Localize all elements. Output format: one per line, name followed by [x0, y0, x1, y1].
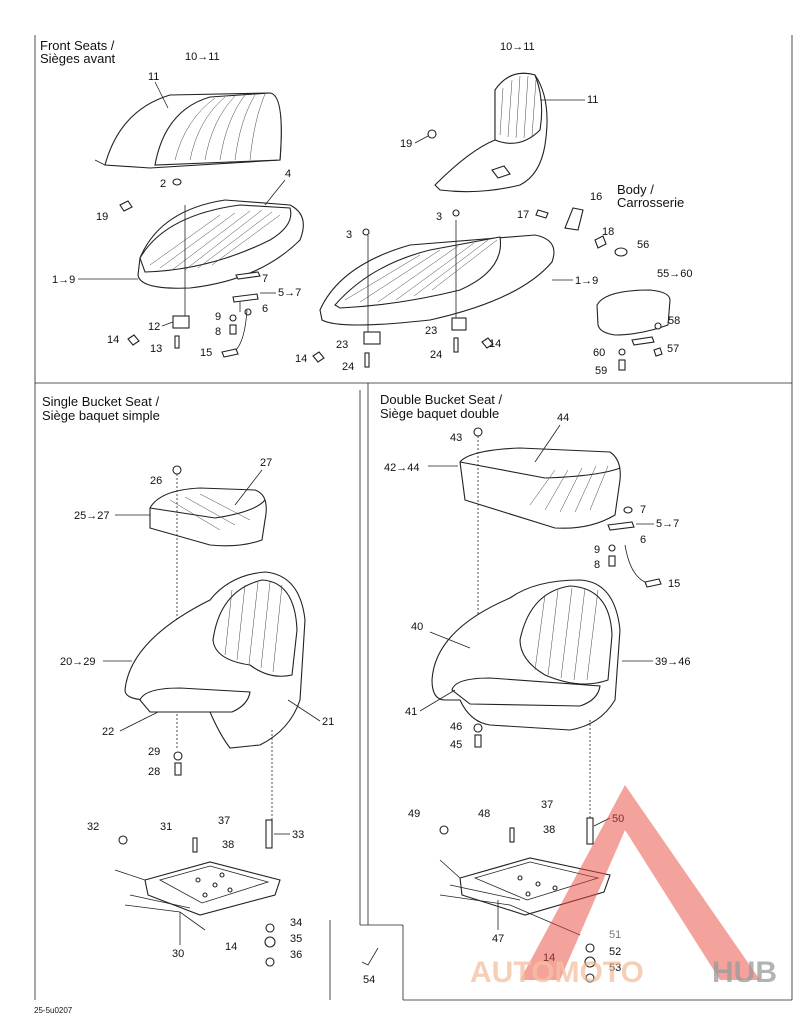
label-17: 17: [517, 209, 529, 221]
label-6: 6: [262, 303, 268, 315]
label-56: 56: [637, 239, 649, 251]
label-58: 58: [668, 315, 680, 327]
label-52: 52: [609, 946, 621, 958]
label-21: 21: [322, 716, 334, 728]
label-10-11: 10→11: [185, 51, 220, 63]
label-23: 23: [336, 339, 348, 351]
label-19: 19: [96, 211, 108, 223]
label-42-44: 42→44: [384, 462, 419, 474]
label-15: 15: [668, 578, 680, 590]
label-25-27: 25→27: [74, 510, 109, 522]
label-23: 23: [425, 325, 437, 337]
label-1-9: 1→9: [52, 274, 75, 286]
single-bucket-title-en: Single Bucket Seat /: [42, 394, 159, 409]
label-48: 48: [478, 808, 490, 820]
label-3: 3: [346, 229, 352, 241]
label-38: 38: [222, 839, 234, 851]
front-seats-title-en: Front Seats /: [40, 38, 115, 53]
label-11: 11: [587, 94, 598, 106]
label-3: 3: [436, 211, 442, 223]
watermark-logo: AUTOMOTO HUB: [470, 785, 777, 989]
label-49: 49: [408, 808, 420, 820]
label-37: 37: [218, 815, 230, 827]
label-51: 51: [609, 929, 621, 941]
label-30: 30: [172, 948, 184, 960]
label-18: 18: [602, 226, 614, 238]
label-39-46: 39→46: [655, 656, 690, 668]
front-seats-title-fr: Sièges avant: [40, 51, 116, 66]
label-6: 6: [640, 534, 646, 546]
label-37: 37: [541, 799, 553, 811]
watermark-text-a: AUTOMOTO: [470, 956, 644, 989]
front-seat-left: [94, 92, 304, 358]
body-title-en: Body /: [617, 182, 654, 197]
label-44: 44: [557, 412, 569, 424]
label-7: 7: [262, 273, 268, 285]
label-20-29: 20→29: [60, 656, 95, 668]
label-35: 35: [290, 933, 302, 945]
label-9: 9: [594, 544, 600, 556]
label-34: 34: [290, 917, 302, 929]
label-27: 27: [260, 457, 272, 469]
label-40: 40: [411, 621, 423, 633]
label-22: 22: [102, 726, 114, 738]
label-54: 54: [363, 974, 375, 986]
body-title-fr: Carrosserie: [617, 195, 684, 210]
label-24: 24: [430, 349, 442, 361]
single-bucket-seat: [114, 465, 306, 967]
label-14: 14: [295, 353, 307, 365]
label-2: 2: [160, 178, 166, 190]
label-11: 11: [148, 71, 159, 83]
label-1-9: 1→9: [575, 275, 598, 287]
label-12: 12: [148, 321, 160, 333]
label-5-7: 5→7: [656, 518, 679, 530]
label-32: 32: [87, 821, 99, 833]
label-43: 43: [450, 432, 462, 444]
label-7: 7: [640, 504, 646, 516]
label-26: 26: [150, 475, 162, 487]
label-8: 8: [594, 559, 600, 571]
label-15: 15: [200, 347, 212, 359]
label-29: 29: [148, 746, 160, 758]
label-53: 53: [609, 962, 621, 974]
label-5-7: 5→7: [278, 287, 301, 299]
label-16: 16: [590, 191, 602, 203]
label-59: 59: [595, 365, 607, 377]
label-33: 33: [292, 829, 304, 841]
single-bucket-title-fr: Siège baquet simple: [42, 408, 160, 423]
label-41: 41: [405, 706, 417, 718]
label-10-11: 10→11: [500, 41, 535, 53]
label-46: 46: [450, 721, 462, 733]
watermark-text-b: HUB: [712, 956, 777, 989]
footer-code: 25-5u0207: [34, 1006, 73, 1015]
label-47: 47: [492, 933, 504, 945]
label-28: 28: [148, 766, 160, 778]
label-38: 38: [543, 824, 555, 836]
label-14: 14: [225, 941, 237, 953]
label-24: 24: [342, 361, 354, 373]
label-4: 4: [285, 168, 291, 180]
label-36: 36: [290, 949, 302, 961]
label-19: 19: [400, 138, 412, 150]
label-14: 14: [489, 338, 501, 350]
part-54-clip: [361, 947, 379, 966]
label-9: 9: [215, 311, 221, 323]
double-bucket-title-en: Double Bucket Seat /: [380, 392, 503, 407]
frame: [34, 35, 793, 1001]
front-seat-right: [312, 72, 671, 371]
label-57: 57: [667, 343, 679, 355]
double-bucket-title-fr: Siège baquet double: [380, 406, 499, 421]
label-8: 8: [215, 326, 221, 338]
label-55-60: 55→60: [657, 268, 692, 280]
label-14: 14: [107, 334, 119, 346]
label-31: 31: [160, 821, 172, 833]
label-45: 45: [450, 739, 462, 751]
label-13: 13: [150, 343, 162, 355]
label-60: 60: [593, 347, 605, 359]
